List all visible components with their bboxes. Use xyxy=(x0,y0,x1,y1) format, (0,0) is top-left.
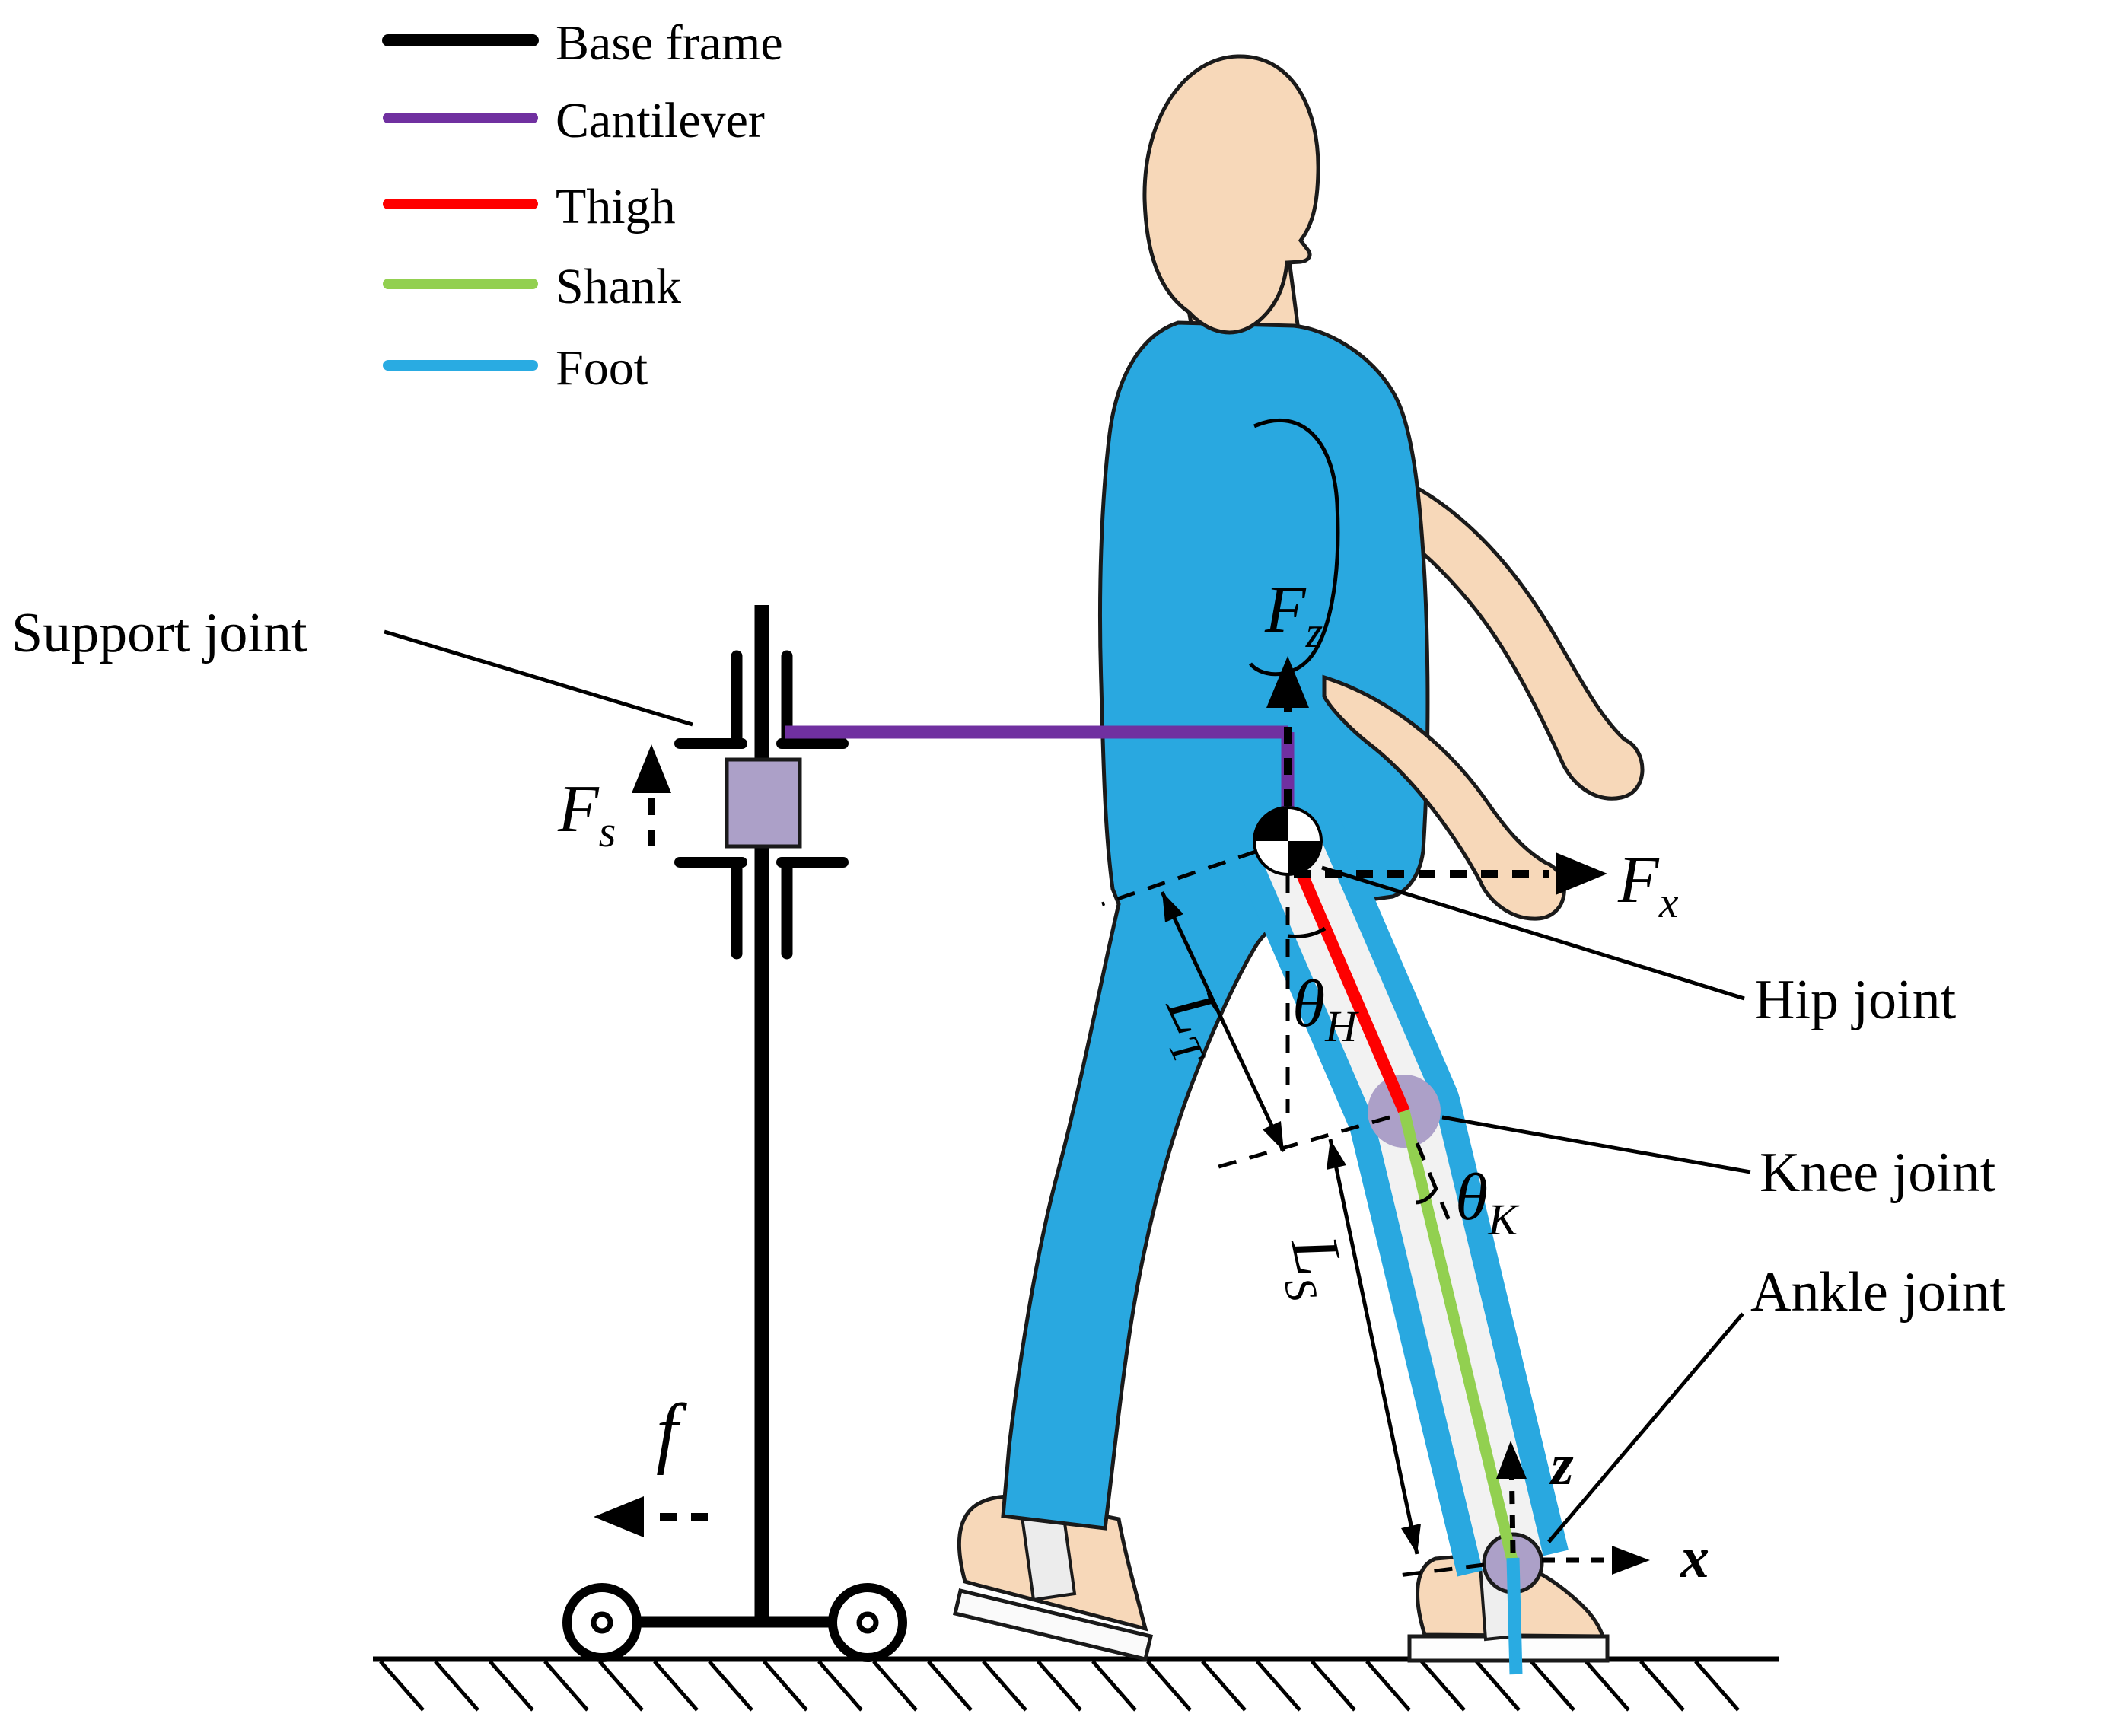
knee-angle-arc xyxy=(1415,1186,1439,1205)
hatch-line xyxy=(543,1660,589,1712)
hatch-line xyxy=(1365,1660,1411,1712)
joint-annotations: Support joint Hip joint Knee joint Ankle… xyxy=(11,602,2005,1543)
force-fz: Fz xyxy=(1264,573,1323,837)
hip-angle-label: θH xyxy=(1292,967,1359,1051)
hip-joint-quadrant xyxy=(1288,841,1321,874)
hatch-line xyxy=(872,1660,918,1712)
hatch-line xyxy=(653,1660,699,1712)
f-label: f xyxy=(656,1388,687,1476)
hatch-line xyxy=(1639,1660,1685,1712)
hip-angle-arc xyxy=(1287,926,1327,938)
z-axis-arrowhead xyxy=(1496,1441,1527,1479)
hatch-line xyxy=(1091,1660,1137,1712)
hip-joint-label: Hip joint xyxy=(1754,969,1957,1031)
hatch-line xyxy=(598,1660,644,1712)
fz-label: Fz xyxy=(1264,573,1323,657)
legend: Base frame Cantilever Thigh Shank Foot xyxy=(382,15,783,396)
hatch-line xyxy=(434,1660,479,1712)
hatch-line xyxy=(763,1660,808,1712)
foot-line xyxy=(1506,1557,1523,1675)
reference-lines: θH θK xyxy=(1101,849,1520,1578)
hatch-line xyxy=(927,1660,973,1712)
f-arrowhead xyxy=(594,1496,644,1537)
hip-extension-dash xyxy=(1101,849,1256,906)
hatch-line xyxy=(1311,1660,1356,1712)
shank-length-line xyxy=(1328,1139,1419,1555)
support-stand xyxy=(562,605,907,1662)
support-joint-label: Support joint xyxy=(11,602,307,664)
near-arm xyxy=(1322,674,1566,921)
hip-joint-quadrant xyxy=(1254,807,1288,841)
thigh-length-arrowhead xyxy=(1162,892,1183,922)
hatch-line xyxy=(1201,1660,1247,1712)
fs-arrowhead xyxy=(632,744,671,793)
knee-angle-label: θK xyxy=(1455,1161,1520,1244)
hatch-line xyxy=(1585,1660,1630,1712)
hatch-line xyxy=(1037,1660,1082,1712)
ankle-joint-pointer-line xyxy=(1547,1312,1744,1543)
shank-line xyxy=(1398,1110,1519,1565)
hip-joint-symbol xyxy=(1253,806,1323,876)
wheel-hub xyxy=(856,1611,879,1634)
front-sole-plate xyxy=(1407,1634,1610,1663)
hatch-line xyxy=(708,1660,753,1712)
back-sandal-sole xyxy=(953,1588,1153,1662)
support-joint-slider-box xyxy=(725,757,802,849)
thigh-length-arrowhead xyxy=(1263,1121,1284,1151)
far-arm xyxy=(1358,465,1645,801)
ground xyxy=(373,1656,1779,1712)
fz-arrowhead xyxy=(1266,656,1309,708)
fx-label: Fx xyxy=(1617,843,1679,927)
hatch-line xyxy=(1146,1660,1192,1712)
body-torso-and-back-leg xyxy=(1001,320,1430,1531)
ankle-axes: z x xyxy=(1496,1433,1709,1590)
thigh-length-line xyxy=(1160,890,1286,1153)
hatch-line xyxy=(379,1660,425,1712)
head xyxy=(1142,54,1320,335)
ankle-extension-dash xyxy=(1398,1562,1485,1578)
shank-length-arrowhead xyxy=(1327,1139,1346,1170)
shank-length-arrowhead xyxy=(1401,1524,1421,1554)
x-axis-arrowhead xyxy=(1612,1546,1650,1575)
hatch-line xyxy=(1530,1660,1575,1712)
z-axis-label: z xyxy=(1549,1433,1574,1497)
support-force-fs: Fs xyxy=(557,744,671,856)
wheel-hub xyxy=(591,1611,613,1634)
ankle-joint-label: Ankle joint xyxy=(1750,1261,2005,1324)
hatch-line xyxy=(489,1660,534,1712)
legend-label-thigh: Thigh xyxy=(556,179,676,234)
fs-label: Fs xyxy=(557,772,616,856)
hatch-line xyxy=(1256,1660,1301,1712)
ground-hatches xyxy=(379,1660,1740,1712)
hatch-line xyxy=(1420,1660,1466,1712)
legend-label-foot: Foot xyxy=(556,340,648,396)
legend-label-base-frame: Base frame xyxy=(556,15,783,71)
support-joint-pointer-line xyxy=(384,629,693,727)
legend-label-shank: Shank xyxy=(556,259,681,314)
hatch-line xyxy=(1475,1660,1521,1712)
fx-arrowhead xyxy=(1556,852,1607,895)
x-axis-label: x xyxy=(1680,1526,1709,1590)
legend-label-cantilever: Cantilever xyxy=(556,93,765,148)
thigh-line xyxy=(1282,838,1410,1114)
friction-force-f: f xyxy=(594,1388,708,1537)
shank-length-label: LS xyxy=(1266,1228,1361,1305)
hatch-line xyxy=(1694,1660,1740,1712)
hip-joint-pointer-line xyxy=(1321,865,1745,1001)
knee-joint-pointer-line xyxy=(1441,1115,1751,1174)
hatch-line xyxy=(982,1660,1027,1712)
knee-joint-label: Knee joint xyxy=(1760,1142,1996,1204)
back-foot xyxy=(953,1494,1153,1662)
hatch-line xyxy=(817,1660,863,1712)
